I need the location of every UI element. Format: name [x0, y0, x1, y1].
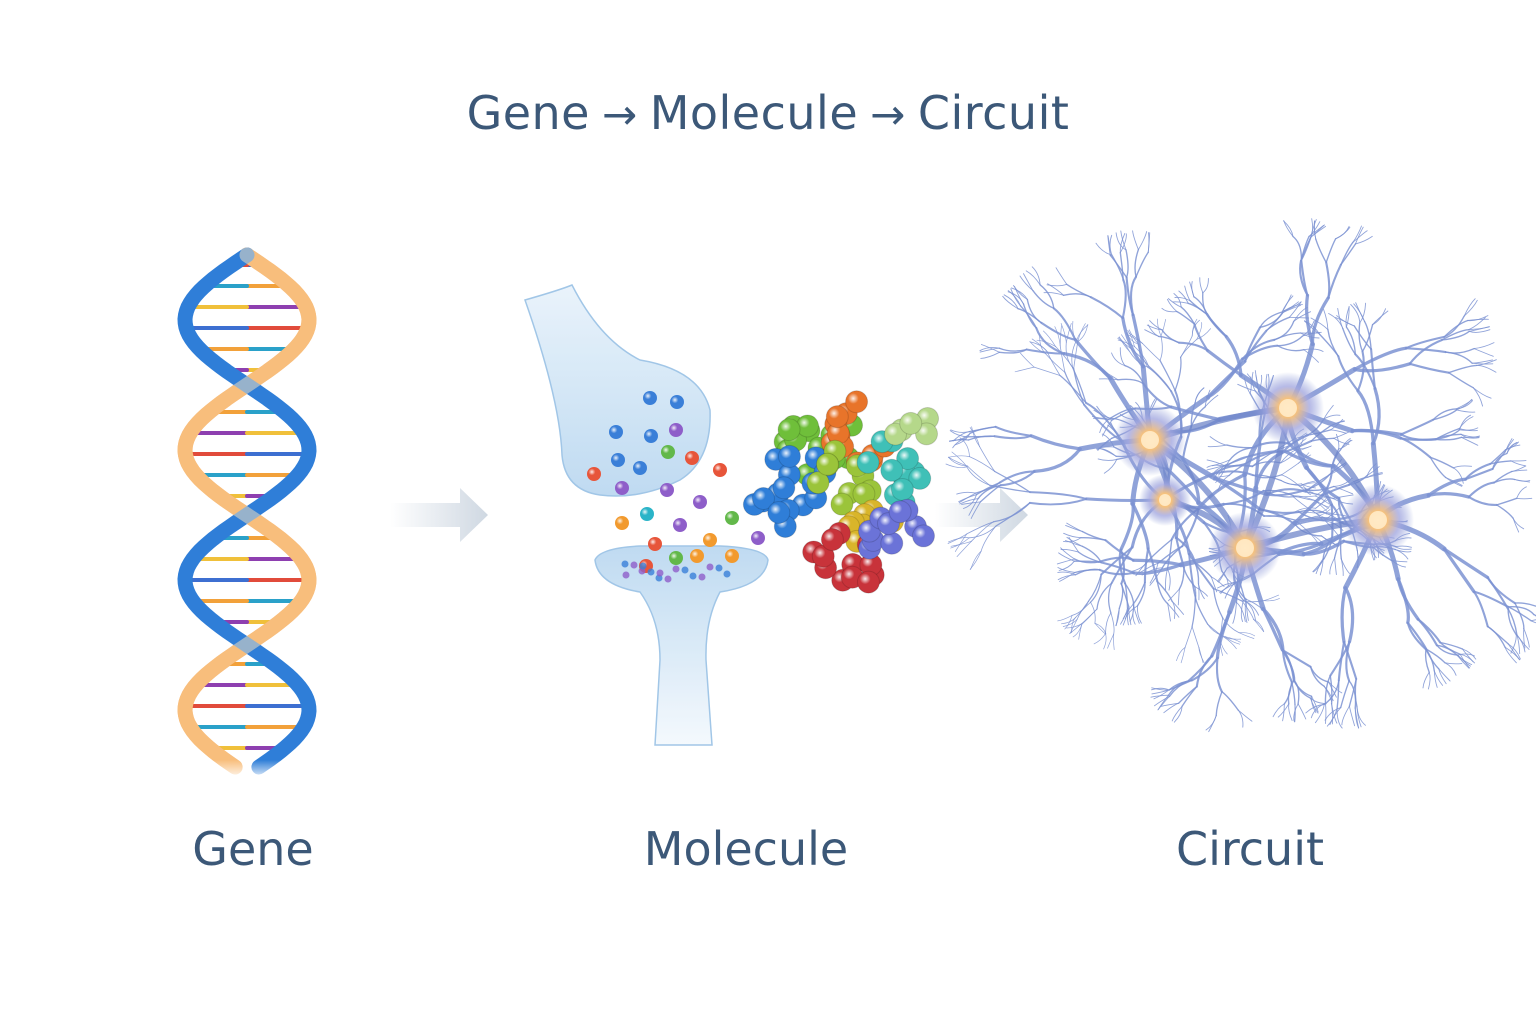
- stage-label-circuit: Circuit: [1175, 822, 1325, 876]
- dna-helix-icon: [160, 247, 340, 780]
- postsynaptic-terminal: [594, 545, 769, 746]
- synapse-molecule-icon: [524, 284, 940, 746]
- title-part-gene: Gene: [466, 86, 590, 140]
- flow-arrow-icon: [935, 488, 1028, 542]
- neuron-network-icon: [945, 218, 1536, 733]
- title-part-circuit: Circuit: [917, 86, 1070, 140]
- page-title: Gene→Molecule→Circuit: [0, 86, 1536, 140]
- title-arrow-1: →: [601, 90, 638, 139]
- stage-label-gene: Gene: [192, 822, 314, 876]
- title-arrow-2: →: [870, 90, 906, 139]
- presynaptic-terminal: [524, 284, 711, 497]
- title-part-molecule: Molecule: [649, 86, 859, 140]
- flow-arrow-icon: [390, 488, 488, 542]
- stage-label-molecule: Molecule: [643, 822, 849, 876]
